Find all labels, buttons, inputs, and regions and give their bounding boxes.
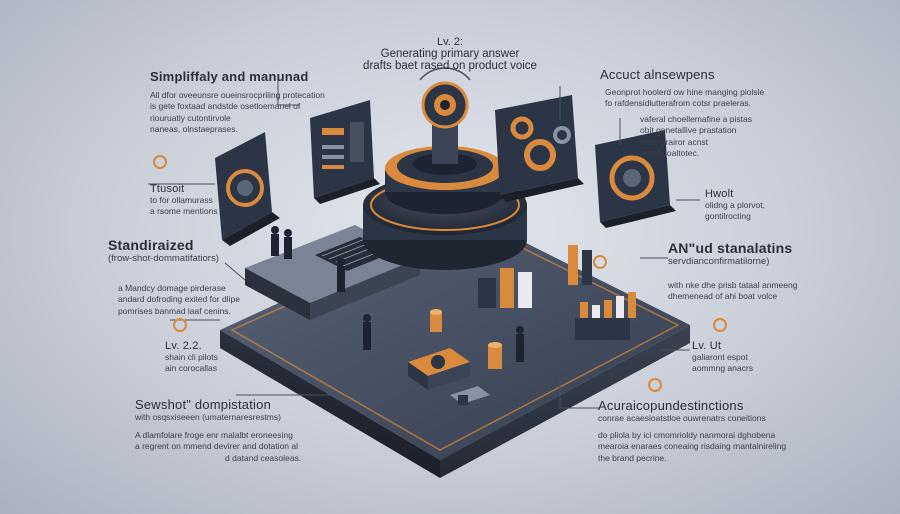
right-block4-line: with nke dhe prisb tataal anmeeng: [668, 280, 798, 290]
left-block5: Sewshot" dompistation with osqsxiseeen (…: [135, 397, 281, 423]
top-label: Lv. 2: Generating primary answer drafts …: [340, 36, 560, 72]
person-group-left: [271, 226, 524, 362]
right-block1-line: Geonprot hoolerd ow hine manging piolsle: [605, 87, 765, 97]
right-block4-text: with nke dhe prisb tataal anmeeng dhemen…: [668, 280, 797, 303]
right-block4-line: dhemenead of ahi boat volce: [668, 291, 778, 302]
top-level: Lv. 2:: [436, 36, 464, 48]
left-block1-line: riouruatly cutontirvole: [150, 112, 231, 123]
left-block2: Ttusoit to for ollamurass a rsome mentio…: [150, 183, 218, 218]
right-block5-line: aommng anacrs: [692, 363, 753, 374]
panel-gears: [495, 95, 584, 202]
small-device: [450, 386, 490, 405]
left-block3-text: a Mandcy domage pirderase andard dofrodi…: [118, 283, 240, 317]
decorative-dots: [153, 155, 727, 392]
right-block6: Acuraicopundestinctions conrae acaesioat…: [598, 398, 766, 424]
left-block1-line: naneas, olnstaeprases.: [150, 124, 238, 135]
left-block2-title: Ttusoit: [150, 183, 185, 195]
left-block3-line: a Mandcy domage pirderase: [118, 283, 226, 293]
top-line2: drafts baet rased on product voice: [363, 60, 537, 72]
left-block4: Lv. 2.2. shain cli pilots ain corocallas: [165, 340, 218, 375]
right-block6-text: do pliola by ici cmomrioldy nanmorai dgh…: [598, 430, 786, 464]
left-block3-line: pomrises banmad laaf cenins.: [118, 305, 231, 316]
left-block5-title: Sewshot" dompistation: [135, 397, 271, 412]
right-block6-subtitle: conrae acaesioatstloe ouwrenatrs coneiti…: [598, 413, 766, 423]
right-block4-subtitle: servdianconfirmatilorne): [668, 256, 770, 267]
right-block6-line: the brand pecrine.: [598, 452, 667, 463]
center-screen: [408, 348, 470, 390]
left-block3-line: andard dofroding exited for dlipe: [118, 294, 240, 305]
bar-cluster: [478, 245, 636, 340]
right-block5-title: Lv. Ut: [692, 340, 722, 352]
right-block3-title: Hwolt: [705, 188, 734, 200]
left-block3: Standiraized (frow-shot-dommatifatiors): [108, 237, 219, 266]
right-block6-title: Acuraicopundestinctions: [598, 398, 744, 413]
left-block3-subtitle: (frow-shot-dommatifatiors): [108, 253, 219, 264]
left-block5-subtitle: with osqsxiseeen (umaternaresrestms): [135, 412, 281, 422]
right-block5-line: galiaront espot: [692, 352, 748, 362]
left-block4-line: shain cli pilots: [165, 352, 218, 362]
right-block3-line: olidng a plorvot,: [705, 200, 766, 210]
right-block5: Lv. Ut galiaront espot aommng anacrs: [692, 340, 753, 375]
left-block4-title: Lv. 2.2.: [165, 340, 202, 352]
left-block4-line: ain corocallas: [165, 363, 217, 374]
right-block2-line: ndality oaltotec.: [640, 148, 700, 159]
right-block3: Hwolt olidng a plorvot, gontilrocting: [705, 188, 765, 223]
central-machine: [363, 67, 527, 270]
left-block5-line: a regrent on mmend devirer and dotation …: [135, 441, 299, 452]
right-block4-title: AN"ud stanalatins: [668, 240, 793, 256]
panel-left: [215, 132, 280, 246]
left-block3-title: Standiraized: [108, 237, 194, 253]
connector-lines: [148, 77, 700, 409]
right-block2-text: vaferal choellemafine a pistas obit gene…: [640, 114, 752, 160]
right-block2-line: vaferal choellemafine a pistas: [640, 114, 752, 124]
right-block3-line: gontilrocting: [705, 211, 751, 222]
right-block1-text: Geonprot hoolerd ow hine manging piolsle…: [605, 87, 764, 110]
cylinders: [430, 309, 502, 369]
top-line1: Generating primary answer: [380, 48, 520, 60]
left-block1-line: All dfor oveeunsre oueinsrocpriling prot…: [150, 90, 325, 100]
right-block6-line: do pliola by ici cmomrioldy nanmorai dgh…: [598, 430, 776, 440]
right-block6-line: mearoia enaraes coneaing risdaing mantal…: [598, 441, 787, 452]
panel-right: [595, 130, 676, 228]
left-block1: Simpliffaly and manunad: [150, 69, 308, 84]
right-block2-line: andc prairor acnst: [640, 136, 709, 147]
right-block4: AN"ud stanalatins servdianconfirmatilorn…: [668, 240, 792, 269]
left-block1-text: All dfor oveeunsre oueinsrocpriling prot…: [150, 90, 325, 136]
left-block1-line: is gete foxtaad andstde osetloemanel of: [150, 101, 301, 112]
left-block2-line: a rsome mentions: [150, 206, 218, 217]
left-block5-line: A dlamfolare froge enr malalbt eroneesin…: [135, 430, 293, 440]
left-block5-line: d datand ceasoleas.: [225, 452, 302, 463]
right-block2-line: obit genetallive prastation: [640, 125, 737, 136]
right-block1: Accuct alnsewpens: [600, 67, 715, 82]
left-block2-line: to for ollamurass: [150, 195, 213, 205]
right-block1-line: fo rafdensidlutterafrom cotsr praeleras.: [605, 98, 751, 109]
panel-left-center: [310, 100, 380, 204]
left-block1-title: Simpliffaly and manunad: [150, 69, 309, 84]
right-block1-title: Accuct alnsewpens: [600, 67, 715, 82]
left-block5-text: A dlamfolare froge enr malalbt eroneesin…: [135, 430, 301, 464]
